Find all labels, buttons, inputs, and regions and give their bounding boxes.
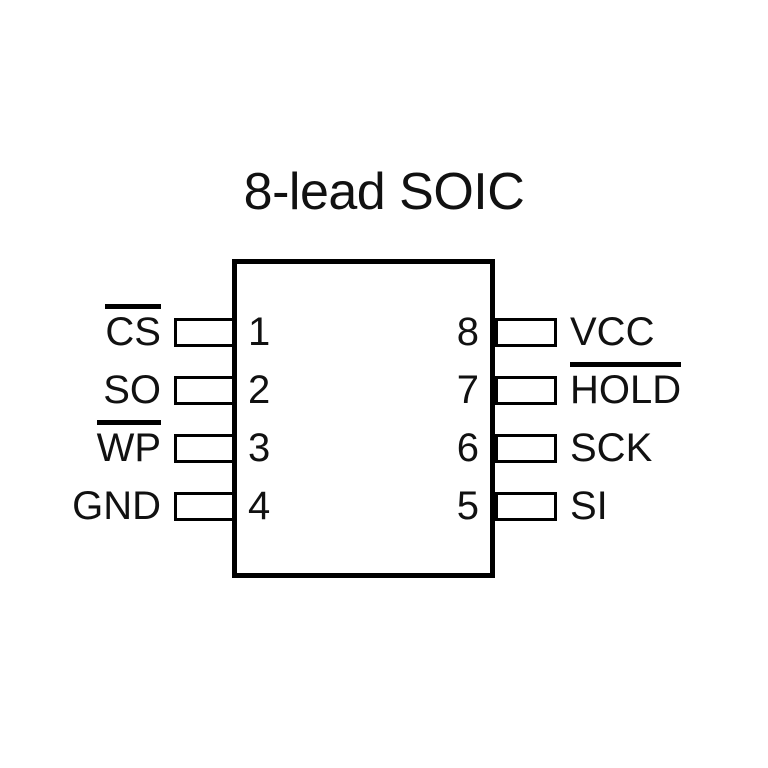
pin-label-cs: CS [0, 304, 161, 354]
pin-lead-6 [495, 434, 557, 463]
pin-label-gnd: GND [72, 484, 161, 528]
page-title: 8-lead SOIC [243, 163, 525, 221]
pin-lead-2 [174, 376, 236, 405]
pin-number-1: 1 [248, 310, 271, 354]
pin-label-vcc: VCC [570, 310, 655, 354]
pin-lead-4 [174, 492, 236, 521]
pin-number-6: 6 [456, 426, 479, 470]
pin-label-hold: HOLD [570, 362, 682, 412]
pin-lead-8 [495, 318, 557, 347]
overline-bar: HOLD [570, 362, 682, 412]
overline-bar: WP [96, 420, 162, 470]
pin-label-sck: SCK [570, 426, 653, 470]
pin-number-3: 3 [248, 426, 271, 470]
overline-bar: CS [105, 304, 161, 354]
pin-lead-3 [174, 434, 236, 463]
pin-lead-5 [495, 492, 557, 521]
pin-label-so: SO [103, 368, 161, 412]
pin-number-5: 5 [456, 484, 479, 528]
pin-number-8: 8 [456, 310, 479, 354]
pin-label-wp: WP [0, 420, 162, 470]
pin-lead-7 [495, 376, 557, 405]
pin-number-4: 4 [248, 484, 271, 528]
pin-number-2: 2 [248, 368, 271, 412]
package-body-outline [232, 259, 495, 578]
pin-lead-1 [174, 318, 236, 347]
pin-label-si: SI [570, 484, 608, 528]
pin-number-7: 7 [456, 368, 479, 412]
